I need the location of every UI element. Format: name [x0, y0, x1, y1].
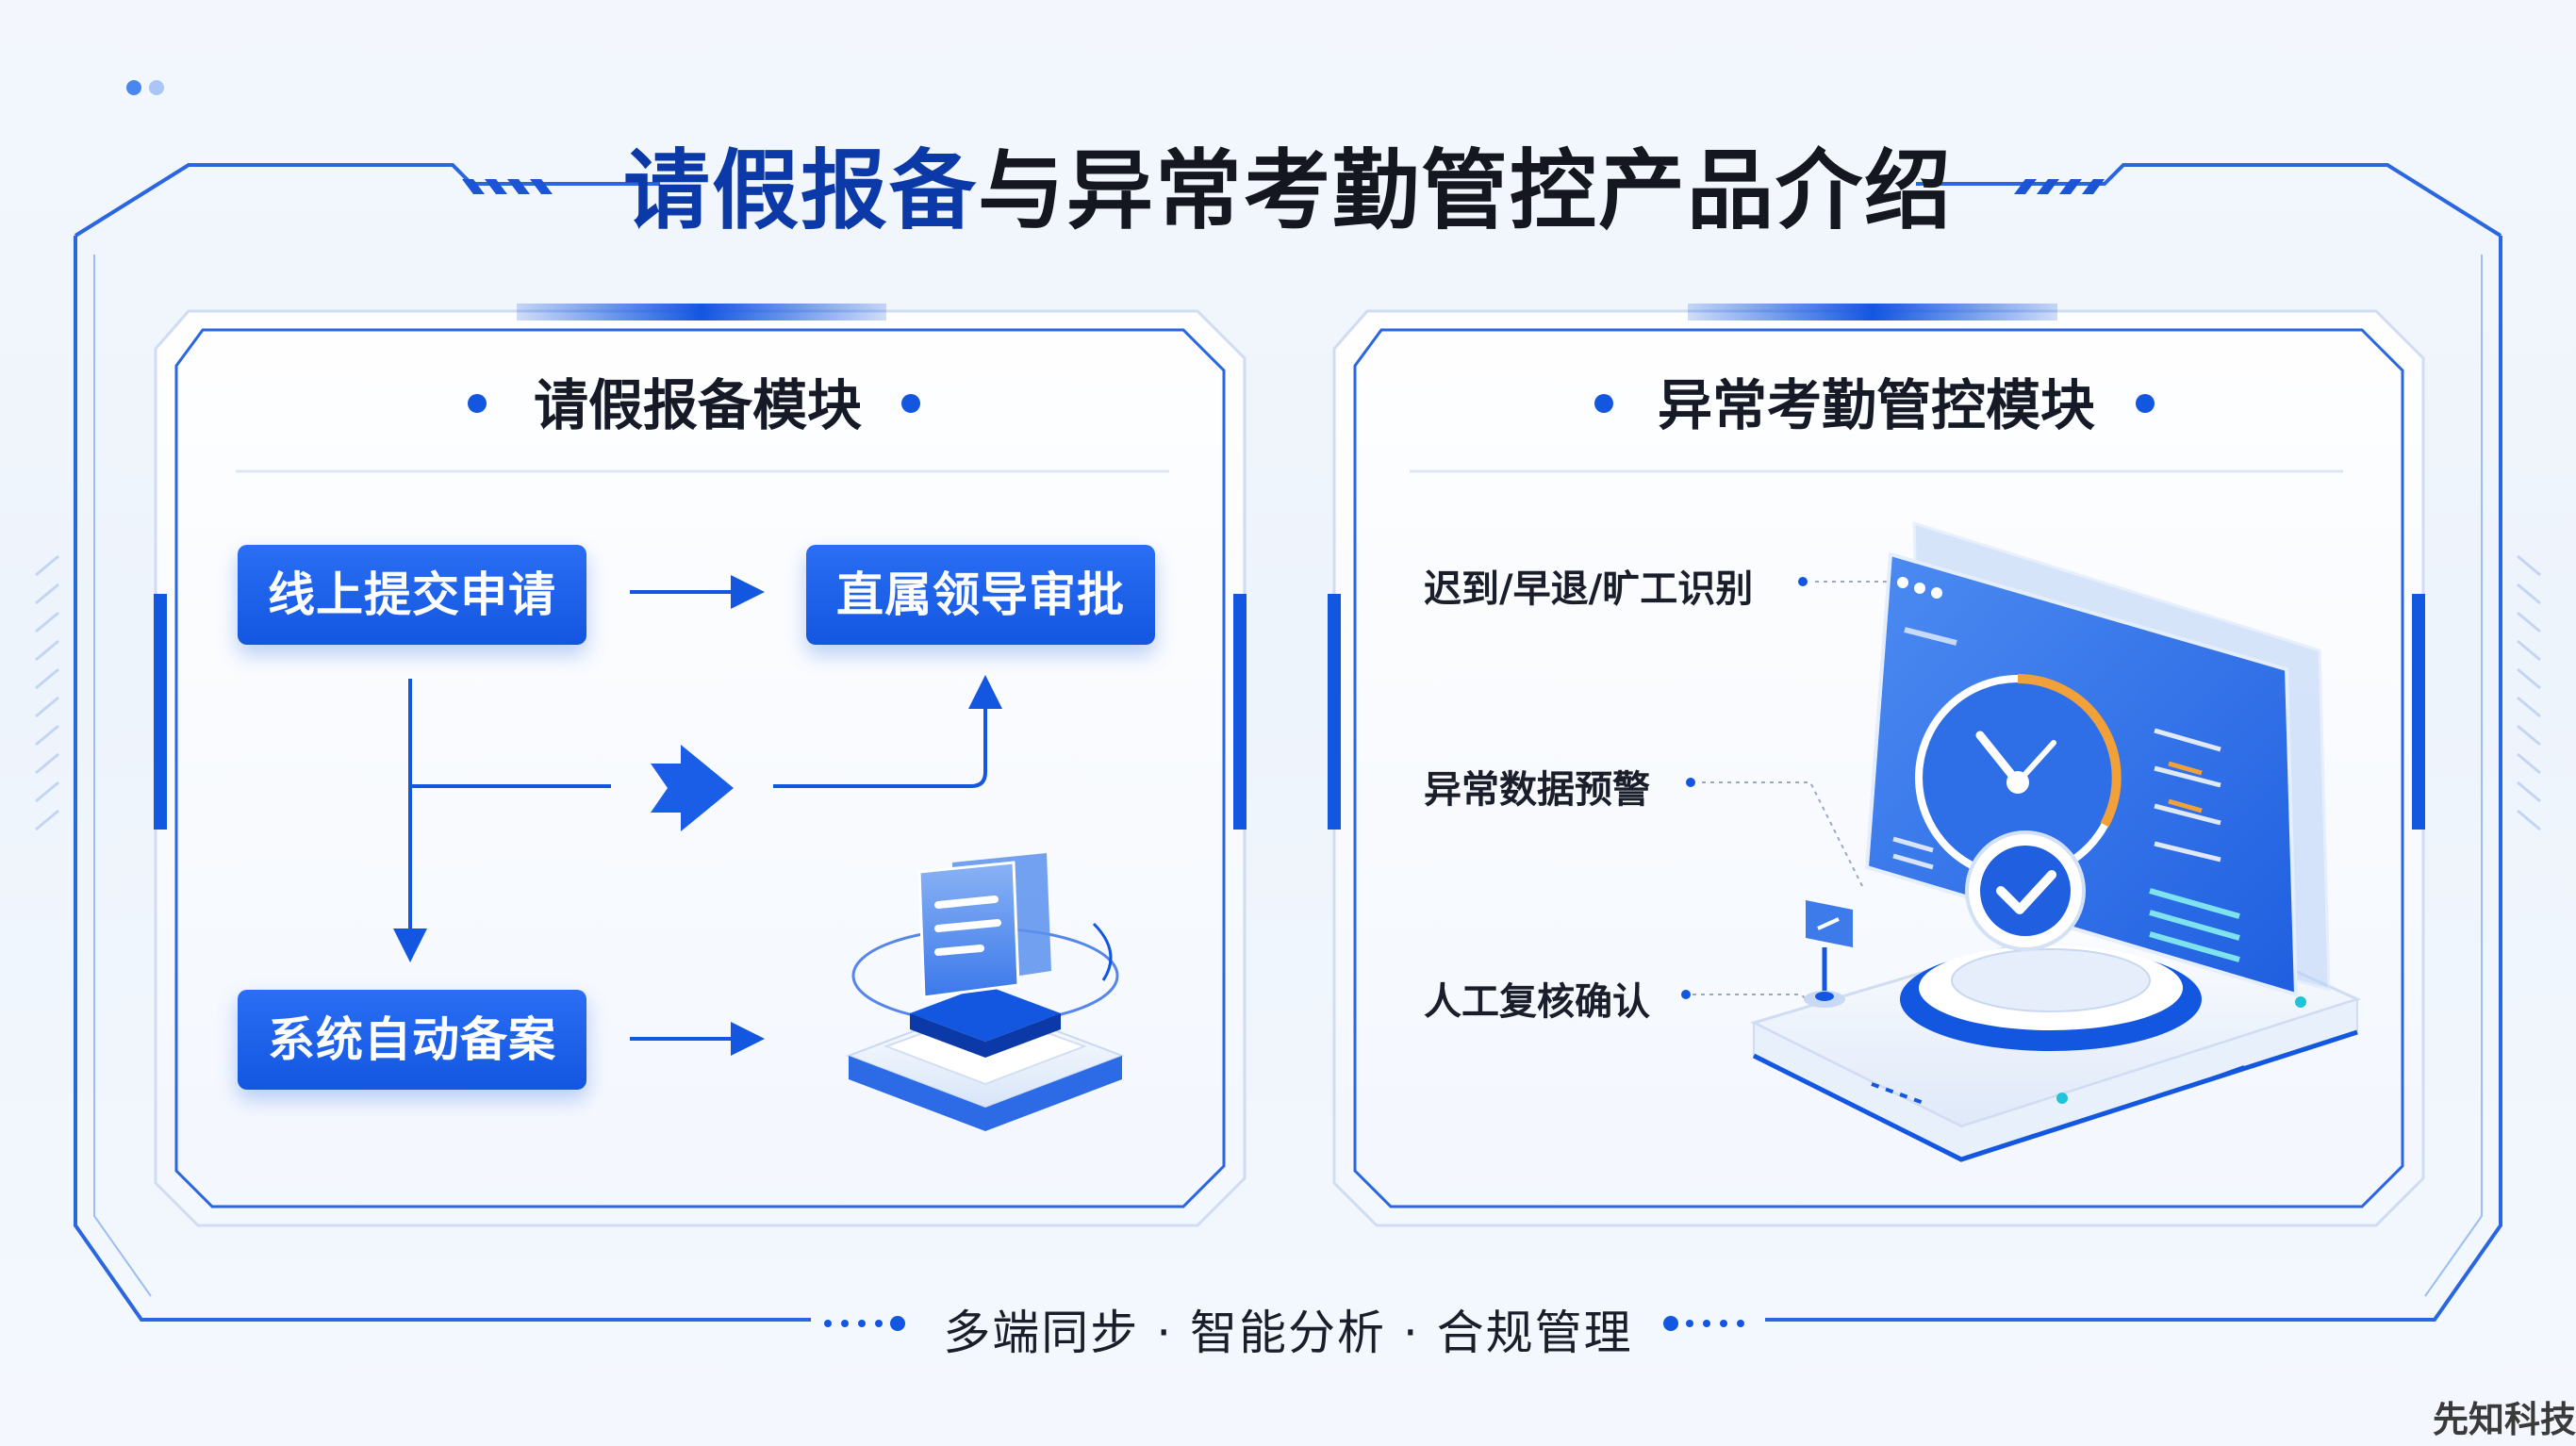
feature-manual-review: 人工复核确认 — [1424, 980, 1650, 1024]
feature-late-early-absent: 迟到/早退/旷工识别 — [1424, 567, 1754, 611]
auto-record-button[interactable]: 系统自动备案 — [238, 990, 586, 1090]
left-panel-title: 请假报备模块 — [533, 373, 862, 437]
big-chevron-arrow — [651, 745, 734, 831]
document-archive-illustration — [846, 853, 1125, 1131]
watermark: 先知科技 — [2432, 1399, 2576, 1440]
leader-approval-button[interactable]: 直属领导审批 — [806, 545, 1155, 645]
title-rest: 与异常考勤管控产品介绍 — [978, 140, 1954, 241]
feature-anomaly-alert: 异常数据预警 — [1424, 768, 1650, 812]
page-title: 请假报备与异常考勤管控产品介绍 — [0, 121, 2576, 246]
flag-pin-icon — [1804, 900, 1853, 1008]
submit-application-button[interactable]: 线上提交申请 — [238, 545, 586, 645]
footer-tagline: 多端同步 · 智能分析 · 合规管理 — [943, 1306, 1633, 1360]
title-highlight: 请假报备 — [622, 140, 978, 241]
right-panel-title: 异常考勤管控模块 — [1657, 373, 2095, 437]
